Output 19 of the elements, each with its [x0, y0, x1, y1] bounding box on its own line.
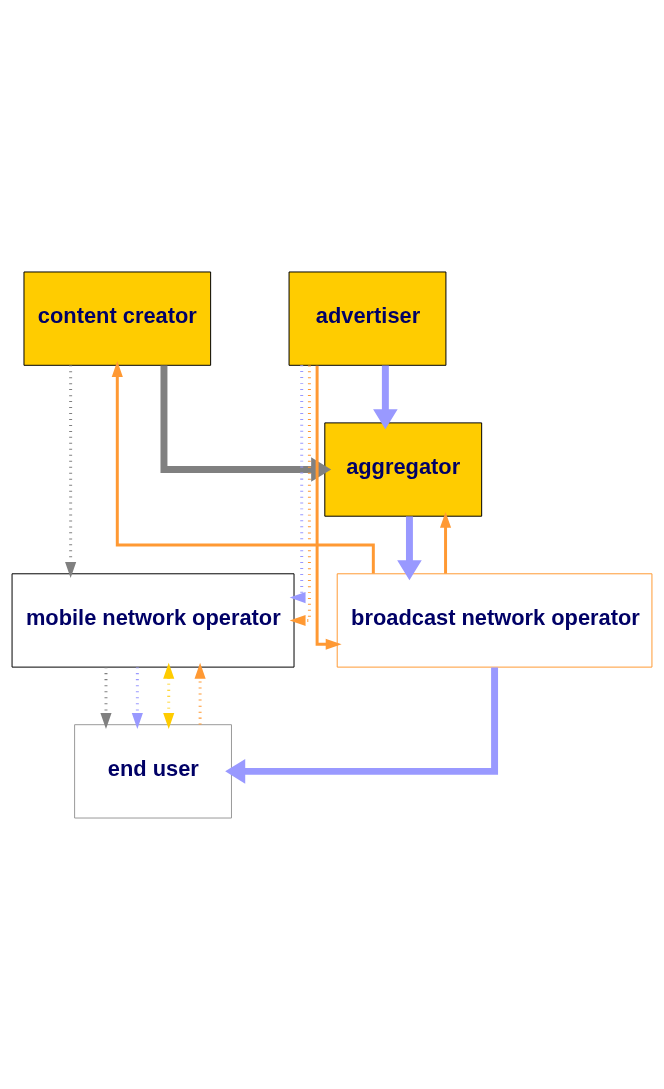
node-box: advertiser [288, 270, 447, 366]
arrow [289, 364, 311, 626]
arrow [315, 365, 342, 650]
arrow [289, 364, 306, 603]
node-box: mobile network operator [11, 572, 295, 668]
arrow [111, 360, 375, 573]
arrow [373, 365, 398, 429]
arrow [225, 666, 499, 784]
node-box: content creator [23, 270, 212, 366]
arrow [397, 515, 422, 580]
node-box: broadcast network operator [336, 572, 653, 668]
arrow [131, 666, 143, 729]
node-box: aggregator [324, 421, 483, 517]
node-box: end user [74, 723, 232, 819]
arrow [65, 364, 77, 578]
arrow [440, 511, 452, 574]
arrow [163, 662, 175, 729]
arrow [160, 365, 332, 482]
arrow [100, 666, 112, 729]
